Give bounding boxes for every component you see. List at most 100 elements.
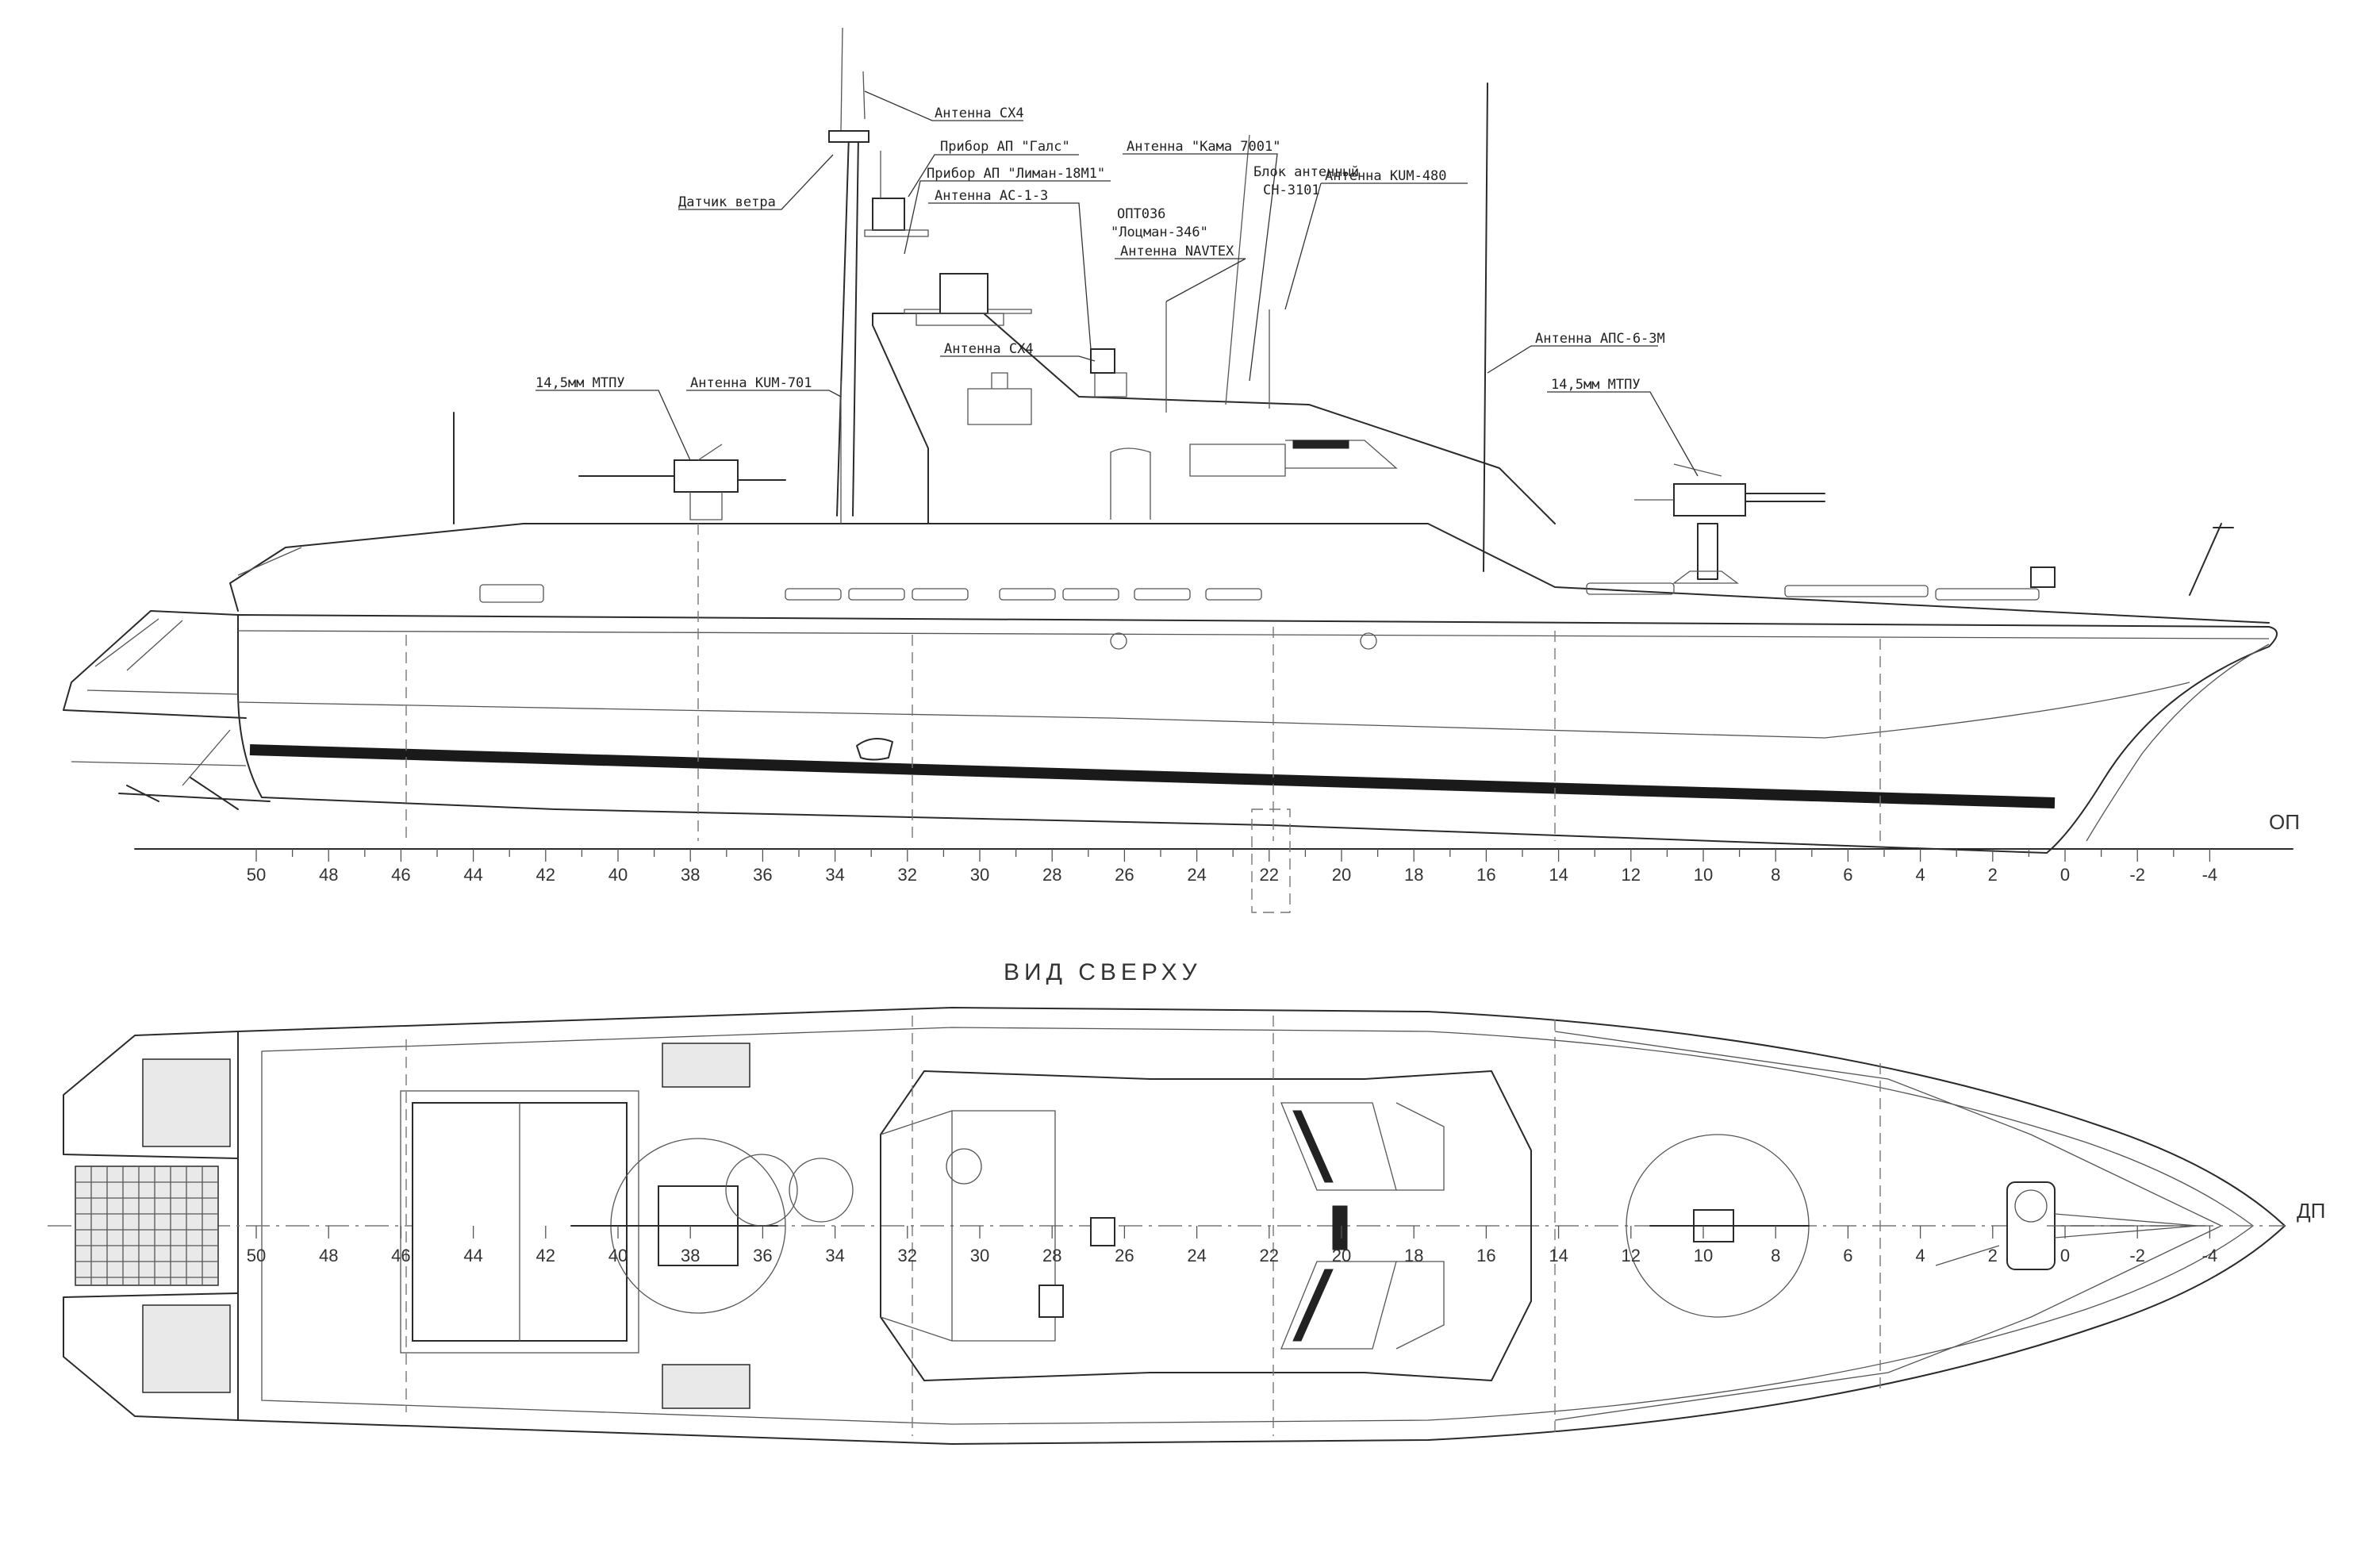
mast-platform — [828, 130, 869, 143]
frame-label: 36 — [753, 1246, 772, 1265]
anchor-hawse — [2014, 1189, 2048, 1223]
waterline-stripe — [249, 744, 2056, 808]
aps-antenna — [1483, 83, 1488, 572]
hull-chine — [237, 682, 2190, 739]
door — [1110, 447, 1151, 520]
frame-label: 50 — [247, 1246, 266, 1265]
top-section-lines — [405, 1016, 1881, 1436]
aft-hatch-frame — [400, 1090, 639, 1354]
frame-label: 14 — [1549, 1246, 1568, 1265]
callout-label: Антенна СХ4 — [944, 341, 1034, 357]
jack-staff — [2189, 523, 2234, 596]
frame-label: 26 — [1115, 1246, 1134, 1265]
frame-22-marker — [1251, 808, 1291, 913]
callout-label: Прибор АП "Галс" — [940, 139, 1070, 155]
propeller-shaft — [118, 777, 271, 810]
callout-label: "Лоцман-346" — [1111, 225, 1208, 240]
console — [1090, 1217, 1115, 1246]
frame-label: 0 — [2060, 865, 2070, 885]
frame-label: 24 — [1187, 1246, 1206, 1265]
locker — [662, 1043, 750, 1088]
forward-mtpu-gun — [1634, 463, 1825, 584]
stern-platform — [63, 610, 247, 719]
callout-label: Прибор АП "Лиман-18М1" — [927, 166, 1105, 182]
frame-label: 18 — [1404, 865, 1423, 885]
frame-label: 30 — [970, 1246, 989, 1265]
frame-label: 42 — [536, 1246, 555, 1265]
frame-label: 16 — [1476, 1246, 1495, 1265]
callout-label: 14,5мм МТПУ — [1551, 377, 1641, 393]
frame-label: 40 — [608, 865, 628, 885]
frame-label: 46 — [391, 1246, 410, 1265]
frame-label: 44 — [463, 1246, 482, 1265]
frame-label: 16 — [1476, 865, 1495, 885]
frame-label: 46 — [391, 865, 410, 885]
frame-label: 14 — [1549, 865, 1568, 885]
vents-row — [479, 582, 2040, 603]
frame-label: 32 — [898, 1246, 917, 1265]
callout-label: Антенна NAVTEX — [1120, 244, 1234, 259]
stern-railing — [86, 618, 239, 695]
radar-base — [916, 313, 1004, 326]
baseline-label: ОП — [2269, 810, 2300, 834]
frame-label: 8 — [1771, 865, 1780, 885]
stern-grating — [75, 1058, 231, 1393]
superstructure-hull-top — [237, 547, 302, 576]
callout-label: СН-3101 — [1263, 182, 1320, 198]
stern-platform-top-lower — [63, 1292, 239, 1421]
radar-housing — [939, 273, 988, 314]
frame-label: 28 — [1042, 1246, 1061, 1265]
frame-label: 50 — [247, 865, 266, 885]
frame-label: 24 — [1187, 865, 1206, 885]
callout-label: Блок антенный — [1253, 164, 1359, 180]
frame-label: 22 — [1260, 865, 1279, 885]
wheelhouse-top — [880, 1110, 1056, 1342]
frame-label: 2 — [1988, 865, 1998, 885]
frame-label: 32 — [898, 865, 917, 885]
frame-label: 36 — [753, 865, 772, 885]
frame-label: 6 — [1843, 1246, 1852, 1265]
mast-top-antenna — [840, 27, 843, 132]
porthole — [1360, 632, 1377, 650]
top-view-title: ВИД СВЕРХУ — [1004, 959, 1202, 985]
stern-outline-lower — [71, 729, 247, 786]
frame-label: -2 — [2129, 865, 2145, 885]
frame-label: 26 — [1115, 865, 1134, 885]
frame-label: 6 — [1843, 865, 1852, 885]
centerline-label: ДП — [2297, 1199, 2325, 1223]
frame-label: -4 — [2202, 1246, 2218, 1265]
hawse-pipe — [856, 738, 893, 761]
callout-label: Антенна "Кама 7001" — [1127, 139, 1280, 155]
kama-antenna — [1225, 134, 1250, 405]
bulwark — [229, 523, 2270, 624]
callout-label: Антенна KUM-480 — [1325, 168, 1447, 184]
frame-label: 10 — [1694, 865, 1713, 885]
hull-outline — [237, 614, 2278, 854]
frame-label: 48 — [319, 1246, 338, 1265]
frame-label: 4 — [1915, 865, 1925, 885]
frame-label: -4 — [2202, 865, 2218, 885]
frame-label: 0 — [2060, 1246, 2070, 1265]
callout-label: Датчик ветра — [678, 194, 776, 210]
stern-platform-top — [63, 1031, 239, 1159]
bow-bitt — [1935, 1245, 2000, 1266]
top-view: ВИД СВЕРХУ ДП — [48, 959, 2325, 1445]
wheelhouse-equipment — [967, 372, 1032, 425]
frame-label: 20 — [1332, 1246, 1351, 1265]
frame-label: 12 — [1622, 865, 1641, 885]
mast-antenna-cx4 — [862, 71, 866, 120]
callout-label: ОПТ036 — [1117, 206, 1165, 222]
mast-spreader — [864, 229, 929, 237]
frame-label: 2 — [1988, 1246, 1998, 1265]
frame-label: 38 — [681, 1246, 700, 1265]
porthole — [1110, 632, 1127, 650]
callout-label: Антенна СХ4 — [935, 106, 1024, 121]
frame-label: 34 — [825, 865, 844, 885]
frame-label: 34 — [825, 1246, 844, 1265]
frame-label: 44 — [463, 865, 482, 885]
frame-label: 18 — [1404, 1246, 1423, 1265]
